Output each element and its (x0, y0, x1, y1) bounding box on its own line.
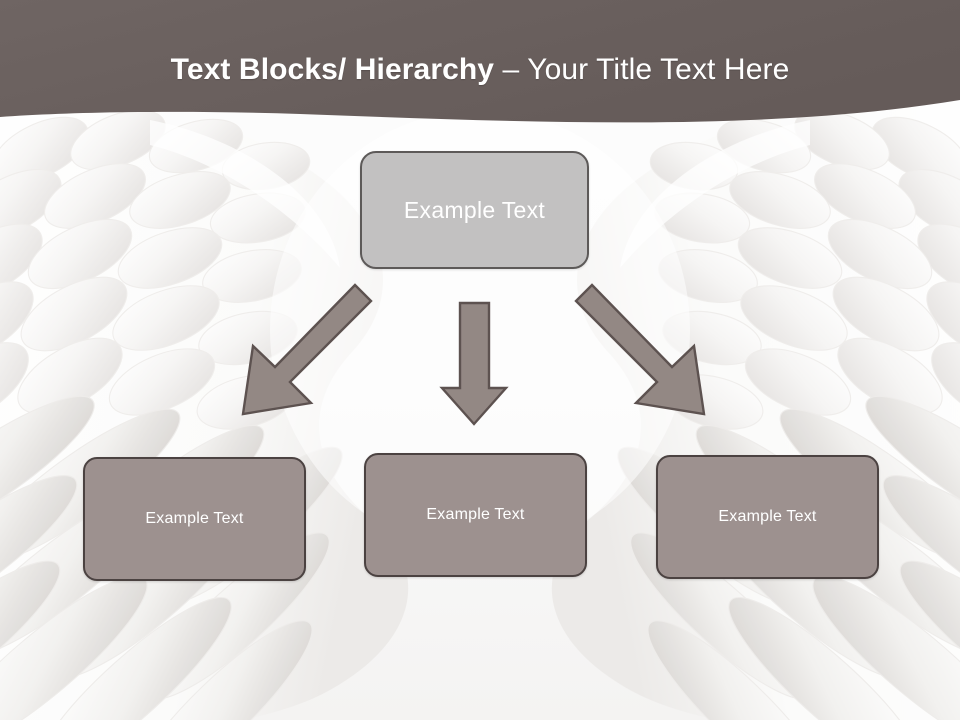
page-title-light: – Your Title Text Here (502, 53, 790, 86)
page-title: Text Blocks/ Hierarchy – Your Title Text… (0, 51, 960, 89)
hierarchy-child-node-1[interactable]: Example Text (83, 457, 306, 581)
header-band (0, 0, 960, 123)
hierarchy-child-node-1-label: Example Text (145, 510, 244, 527)
hierarchy-top-node-label: Example Text (403, 196, 546, 223)
hierarchy-child-node-2-label: Example Text (426, 506, 525, 523)
hierarchy-child-node-2[interactable]: Example Text (364, 453, 587, 577)
page-title-bold: Text Blocks/ Hierarchy (170, 53, 503, 86)
hierarchy-child-node-3[interactable]: Example Text (656, 455, 879, 579)
hierarchy-child-node-3-label: Example Text (718, 508, 817, 525)
hierarchy-top-node[interactable]: Example Text (360, 151, 589, 269)
